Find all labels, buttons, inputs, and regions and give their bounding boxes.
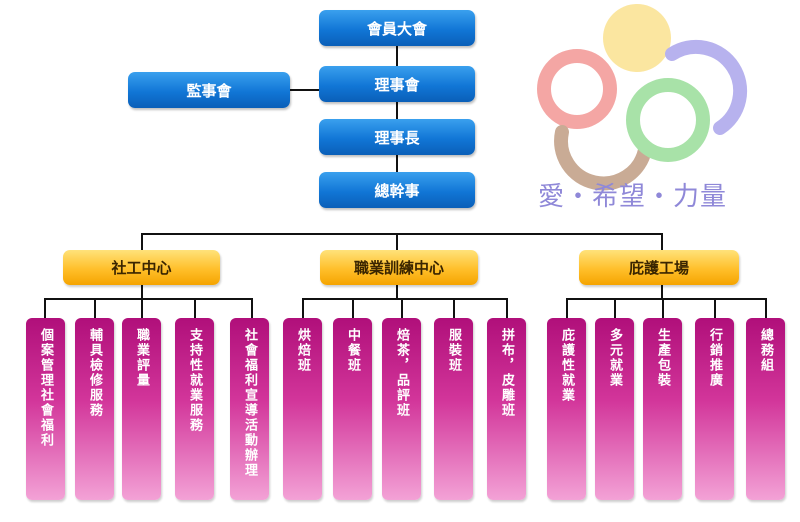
connector-line — [661, 233, 663, 250]
connector-line — [662, 298, 664, 318]
connector-line — [302, 298, 508, 300]
dept-label: 庇護工場 — [628, 259, 689, 277]
chairman-box: 理事長 — [319, 119, 475, 155]
connector-line — [141, 233, 662, 235]
unit-label: 職業評量 — [134, 328, 149, 388]
connector-line — [44, 298, 253, 300]
unit-patchwork-class: 拼布，皮雕班 — [487, 318, 526, 500]
unit-label: 拼布，皮雕班 — [499, 328, 514, 418]
board-label: 理事會 — [374, 75, 420, 94]
director-box: 總幹事 — [319, 172, 475, 208]
connector-line — [251, 298, 253, 318]
connector-line — [396, 285, 398, 299]
dept-label: 社工中心 — [111, 259, 172, 277]
connector-line — [453, 298, 455, 318]
connector-line — [396, 233, 398, 250]
unit-production-packaging: 生產包裝 — [643, 318, 682, 500]
unit-general-affairs: 總務組 — [746, 318, 785, 500]
logo-pink-ring — [537, 49, 617, 129]
connector-line — [765, 298, 767, 318]
unit-label: 個案管理社會福利 — [38, 328, 53, 448]
unit-label: 行銷推廣 — [707, 328, 722, 388]
connector-line — [141, 298, 143, 318]
unit-label: 多元就業 — [607, 328, 622, 388]
unit-label: 支持性就業服務 — [187, 328, 202, 433]
general-assembly-label: 會員大會 — [366, 19, 427, 38]
unit-label: 焙茶，品評班 — [394, 328, 409, 418]
unit-label: 庇護性就業 — [559, 328, 574, 403]
unit-chinese-cuisine-class: 中餐班 — [333, 318, 372, 500]
chairman-label: 理事長 — [374, 128, 420, 147]
unit-baking-class: 烘焙班 — [283, 318, 322, 500]
unit-tea-class: 焙茶，品評班 — [382, 318, 421, 500]
connector-line — [194, 298, 196, 318]
unit-label: 社會福利宣導活動辦理 — [242, 328, 257, 478]
logo-green-ring — [626, 78, 710, 162]
director-label: 總幹事 — [374, 181, 420, 200]
unit-assistive-repair: 輔具檢修服務 — [75, 318, 114, 500]
connector-line — [401, 298, 403, 318]
connector-line — [352, 298, 354, 318]
unit-label: 輔具檢修服務 — [87, 328, 102, 418]
unit-sheltered-employment: 庇護性就業 — [547, 318, 586, 500]
dept-sheltered-workshop: 庇護工場 — [579, 250, 739, 285]
unit-welfare-promotion: 社會福利宣導活動辦理 — [230, 318, 269, 500]
connector-line — [506, 298, 508, 318]
board-box: 理事會 — [319, 66, 475, 102]
connector-line — [302, 298, 304, 318]
unit-label: 中餐班 — [345, 328, 360, 373]
supervisors-label: 監事會 — [186, 81, 232, 100]
unit-clothing-class: 服裝班 — [434, 318, 473, 500]
supervisors-box: 監事會 — [128, 72, 290, 108]
unit-label: 服裝班 — [446, 328, 461, 373]
unit-label: 烘焙班 — [295, 328, 310, 373]
unit-vocational-assessment: 職業評量 — [122, 318, 161, 500]
connector-line — [614, 298, 616, 318]
logo-purple-arc — [665, 39, 748, 135]
connector-line — [566, 298, 767, 300]
unit-marketing: 行銷推廣 — [695, 318, 734, 500]
logo-brown-arc — [554, 125, 652, 191]
connector-line — [44, 298, 46, 318]
dept-vocational-training: 職業訓練中心 — [320, 250, 478, 285]
connector-line — [141, 285, 143, 299]
unit-label: 總務組 — [758, 328, 773, 373]
connector-line — [141, 233, 143, 250]
unit-case-management: 個案管理社會福利 — [26, 318, 65, 500]
connector-line — [566, 298, 568, 318]
connector-line — [290, 89, 320, 91]
connector-line — [661, 285, 663, 299]
connector-line — [94, 298, 96, 318]
unit-label: 生產包裝 — [655, 328, 670, 388]
logo-yellow-circle — [603, 4, 671, 72]
dept-social-work: 社工中心 — [63, 250, 220, 285]
unit-supported-employment: 支持性就業服務 — [175, 318, 214, 500]
unit-diverse-employment: 多元就業 — [595, 318, 634, 500]
connector-line — [714, 298, 716, 318]
general-assembly-box: 會員大會 — [319, 10, 475, 46]
logo-slogan: 愛・希望・力量 — [538, 182, 728, 212]
organization-logo — [537, 4, 748, 191]
dept-label: 職業訓練中心 — [353, 259, 444, 277]
